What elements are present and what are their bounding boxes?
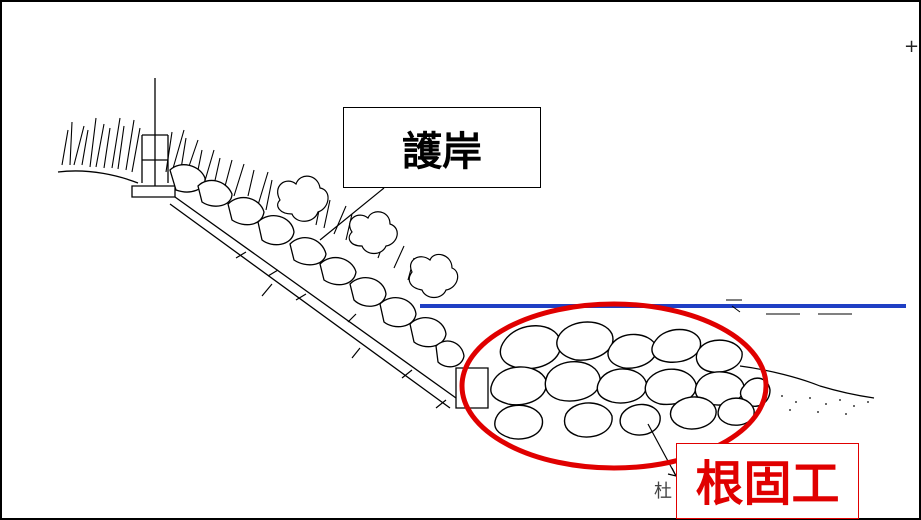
revetment-pointer-line	[319, 187, 385, 241]
faded-text-fragment: 杜	[654, 481, 672, 502]
revetment-label: 護岸	[343, 107, 541, 188]
stake-post	[141, 78, 169, 190]
slope-line	[169, 196, 457, 409]
foot-protection-pointer-line	[647, 423, 677, 477]
pointer-arrowhead	[667, 467, 678, 477]
ground-line	[57, 170, 139, 184]
water-marks	[726, 299, 852, 315]
foot-protection-boulders	[490, 321, 771, 440]
shrubs	[277, 175, 459, 299]
riverbed-dots	[781, 395, 869, 415]
edge-mark: +	[904, 36, 920, 57]
highlight-ellipse	[459, 301, 769, 471]
foot-protection-label: 根固工	[676, 443, 859, 519]
slope-arrows	[235, 251, 447, 409]
revetment-stones	[169, 164, 465, 368]
crown-block	[131, 185, 176, 198]
